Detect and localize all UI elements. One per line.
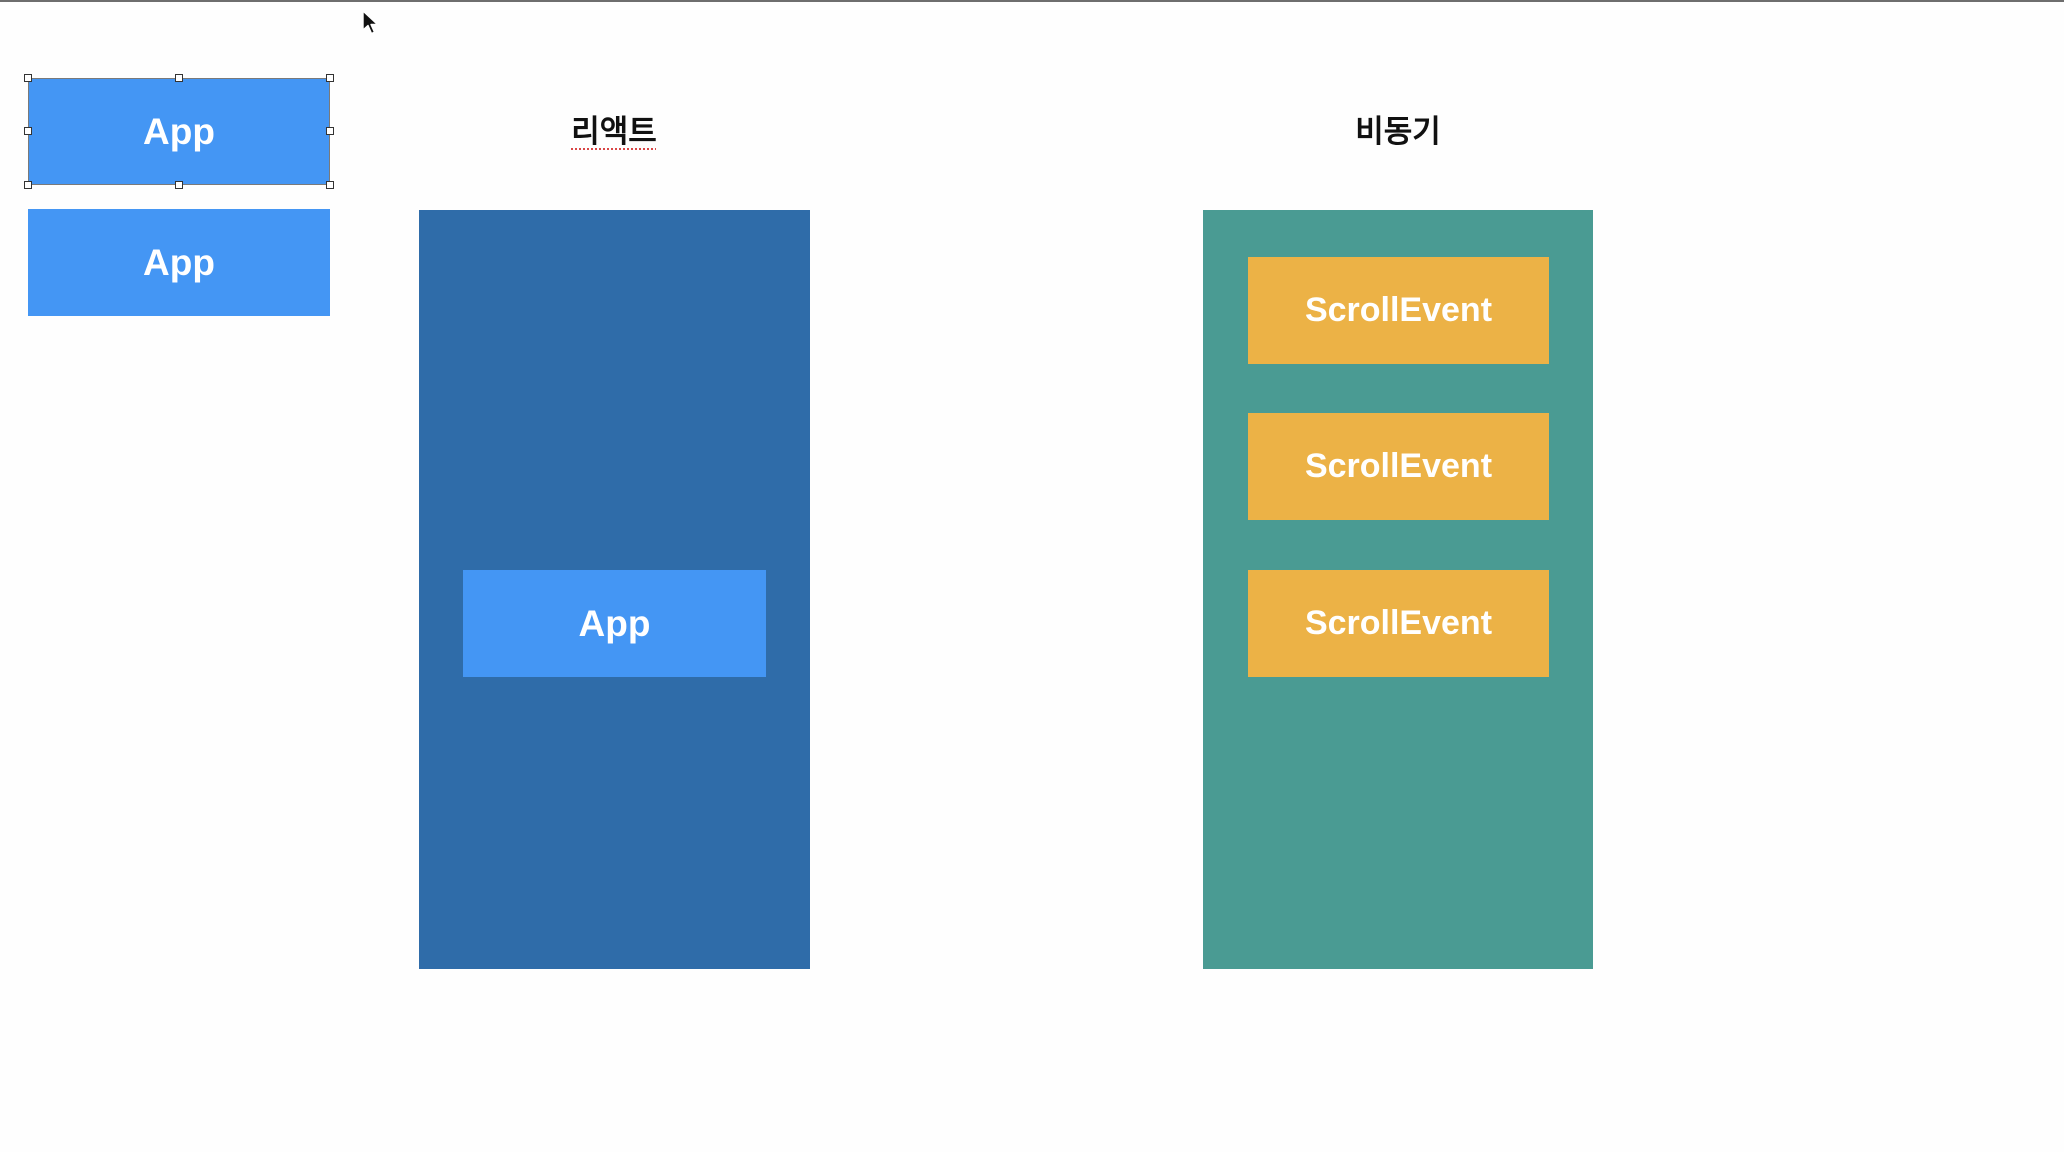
resize-handle-icon[interactable] <box>175 181 183 189</box>
resize-handle-icon[interactable] <box>326 127 334 135</box>
scroll-event-box[interactable]: ScrollEvent <box>1248 257 1549 364</box>
resize-handle-icon[interactable] <box>24 181 32 189</box>
async-title: 비동기 <box>1355 114 1441 150</box>
resize-handle-icon[interactable] <box>326 74 334 82</box>
mouse-pointer-icon <box>362 10 379 35</box>
window-top-border <box>0 0 2064 2</box>
resize-handle-icon[interactable] <box>326 181 334 189</box>
scroll-event-box[interactable]: ScrollEvent <box>1248 413 1549 520</box>
app-box[interactable]: App <box>28 209 330 316</box>
app-box-selected[interactable]: App <box>28 78 330 185</box>
resize-handle-icon[interactable] <box>175 74 183 82</box>
scroll-event-box[interactable]: ScrollEvent <box>1248 570 1549 677</box>
react-title: 리액트 <box>571 114 657 150</box>
react-app-box[interactable]: App <box>463 570 766 677</box>
resize-handle-icon[interactable] <box>24 127 32 135</box>
resize-handle-icon[interactable] <box>24 74 32 82</box>
